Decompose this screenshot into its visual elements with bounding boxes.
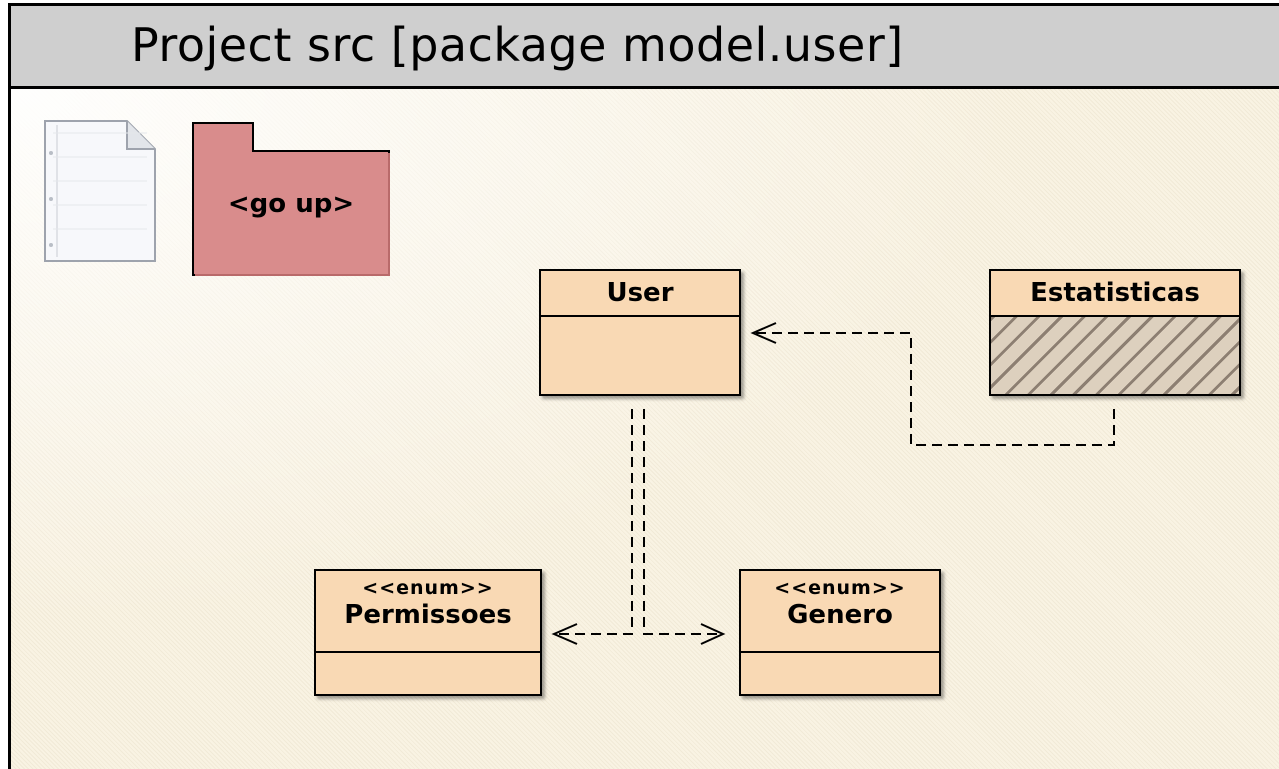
class-genero[interactable]: <<enum>> Genero bbox=[739, 569, 941, 696]
arrowhead-permissoes bbox=[551, 623, 578, 645]
user-to-permissoes-dependency bbox=[554, 409, 633, 635]
class-estatisticas-name: Estatisticas bbox=[1030, 278, 1200, 308]
document-icon[interactable] bbox=[43, 119, 157, 265]
class-permissoes[interactable]: <<enum>> Permissoes bbox=[314, 569, 542, 696]
estatisticas-to-user-dependency bbox=[753, 332, 1115, 446]
diagram-title: Project src [package model.user] bbox=[131, 18, 904, 72]
relationship-links bbox=[551, 322, 1115, 645]
go-up-folder[interactable]: <go up> bbox=[189, 119, 395, 283]
class-user[interactable]: User bbox=[539, 269, 741, 396]
class-permissoes-name: Permissoes bbox=[344, 600, 512, 630]
class-permissoes-stereotype: <<enum>> bbox=[362, 577, 494, 599]
go-up-label: <go up> bbox=[227, 189, 355, 219]
class-estatisticas[interactable]: Estatisticas bbox=[989, 269, 1241, 396]
user-to-genero-dependency bbox=[643, 409, 723, 635]
diagram-canvas: <go up> User Estatisticas <<enum>> bbox=[11, 89, 1279, 769]
class-user-name: User bbox=[606, 278, 674, 308]
estatisticas-hatched-compartment bbox=[991, 317, 1239, 394]
diagram-frame: Project src [package model.user] <go up> bbox=[8, 3, 1279, 769]
class-genero-name: Genero bbox=[787, 600, 893, 630]
arrowhead-genero bbox=[700, 623, 726, 645]
arrowhead-user bbox=[750, 322, 777, 344]
class-genero-stereotype: <<enum>> bbox=[774, 577, 906, 599]
diagram-header: Project src [package model.user] bbox=[11, 6, 1279, 89]
folder-icon bbox=[192, 122, 390, 276]
